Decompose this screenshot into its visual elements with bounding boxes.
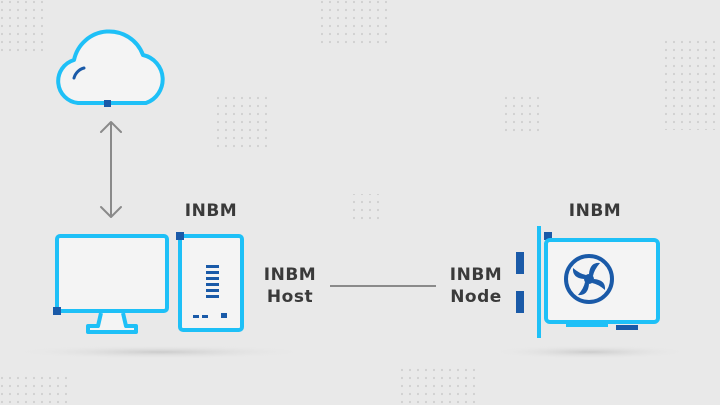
cloud-icon bbox=[56, 29, 165, 107]
node-label-line1: INBM bbox=[449, 265, 503, 285]
monitor-icon bbox=[53, 234, 169, 334]
node-label: INBM Node bbox=[438, 264, 514, 308]
host-label: INBM Host bbox=[252, 264, 328, 308]
host-label-line2: Host bbox=[266, 287, 314, 307]
host-label-line1: INBM bbox=[263, 265, 317, 285]
host-shadow bbox=[10, 345, 310, 359]
cloud-host-connector bbox=[100, 121, 122, 218]
node-shadow bbox=[490, 345, 690, 359]
host-device-label: INBM bbox=[184, 201, 238, 221]
node-device-label: INBM bbox=[568, 201, 622, 221]
node-label-line2: Node bbox=[450, 287, 502, 307]
server-tower-icon bbox=[176, 232, 244, 332]
fan-icon bbox=[564, 254, 614, 304]
